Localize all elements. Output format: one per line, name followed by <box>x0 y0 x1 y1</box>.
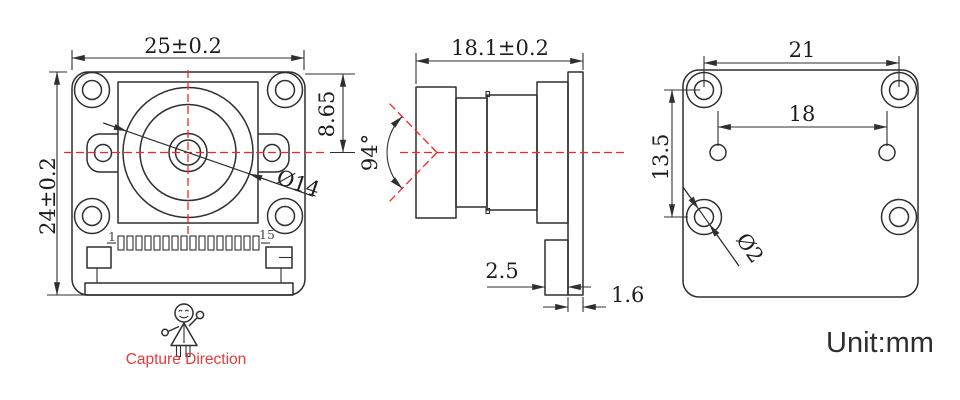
front-view: 1 15 25±0.2 24±0.2 8.65 <box>36 34 355 368</box>
pin-1-label: 1 <box>108 229 116 244</box>
capture-direction-label: Capture Direction <box>126 351 247 368</box>
figure-dress <box>170 322 198 347</box>
side-view: 94° 18.1±0.2 2.5 1.6 <box>358 36 644 312</box>
front-mounting-holes <box>73 71 304 235</box>
back-view: 21 18 13.5 Ø2 <box>649 38 919 298</box>
dim-back-hole-pitch-h: 21 <box>703 38 900 87</box>
pcb-side-profile <box>567 71 584 296</box>
csi-connector-pins <box>107 235 270 251</box>
dim-back-inner-pitch: 18 <box>717 102 888 146</box>
figure-right-hand <box>195 310 205 320</box>
front-width-dim-text: 25±0.2 <box>144 34 222 58</box>
dim-front-width: 25±0.2 <box>71 34 305 70</box>
side-centerline-and-fov: 94° <box>358 102 627 203</box>
dim-pcb-thickness: 1.6 <box>543 283 644 312</box>
front-height-dim-text: 24±0.2 <box>36 157 60 235</box>
connector-side-profile <box>544 239 569 296</box>
lens-offset-dim-text: 8.65 <box>315 91 339 138</box>
pcb-thickness-dim-text: 1.6 <box>611 283 644 307</box>
back-mounting-holes <box>685 71 918 236</box>
figure-left-hand <box>161 328 169 337</box>
connector-depth-dim-text: 2.5 <box>485 259 518 283</box>
dim-back-hole-pitch-v: 13.5 <box>649 89 700 218</box>
lens-diameter-dim-text: Ø14 <box>274 165 323 202</box>
board-bottom-components <box>84 246 294 296</box>
hole-pitch-v-dim-text: 13.5 <box>649 134 673 181</box>
front-centerlines <box>64 70 355 235</box>
dim-back-hole-diameter: Ø2 <box>682 186 768 268</box>
lens-holder-ears <box>86 133 290 173</box>
fov-angle-dim-text: 94° <box>358 134 382 171</box>
figure-head <box>174 303 194 323</box>
hole-diameter-dim-text: Ø2 <box>731 229 768 268</box>
hole-pitch-h-dim-text: 21 <box>789 38 816 62</box>
dim-lens-diameter: Ø14 <box>102 122 323 202</box>
dim-connector-depth: 2.5 <box>485 259 591 291</box>
side-length-dim-text: 18.1±0.2 <box>451 36 549 60</box>
pin-15-label: 15 <box>259 227 275 242</box>
inner-pitch-dim-text: 18 <box>789 102 816 126</box>
unit-label: Unit:mm <box>826 327 934 359</box>
dim-lens-offset: 8.65 <box>305 73 355 153</box>
dim-side-length: 18.1±0.2 <box>415 36 584 84</box>
dim-front-height: 24±0.2 <box>36 71 86 296</box>
figure-left-leg <box>175 344 182 358</box>
capture-direction-figure <box>161 303 205 358</box>
figure-right-leg <box>185 344 191 358</box>
back-board-outline <box>682 69 919 298</box>
